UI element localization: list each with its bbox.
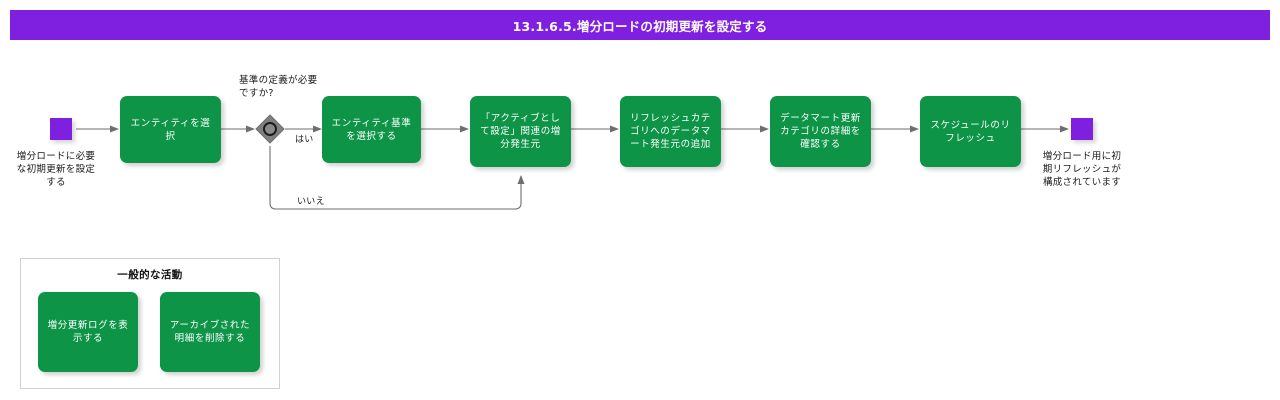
process-node-label: アーカイブされた明細を削除する: [169, 320, 251, 344]
process-node-select-entity-criteria[interactable]: エンティティ基準を選択する: [322, 96, 421, 163]
process-node-view-incremental-update-log[interactable]: 増分更新ログを表示する: [38, 292, 138, 372]
process-node-label: 増分更新ログを表示する: [47, 320, 129, 344]
common-activities-title: 一般的な活動: [117, 269, 183, 281]
decision-diamond-icon: [255, 114, 285, 144]
process-node-add-datamart-source-to-refresh-category[interactable]: リフレッシュカテゴリへのデータマート発生元の追加: [620, 96, 721, 167]
process-node-label: リフレッシュカテゴリへのデータマート発生元の追加: [630, 113, 711, 150]
process-node-label: スケジュールのリフレッシュ: [930, 119, 1011, 144]
process-node-refresh-schedule[interactable]: スケジュールのリフレッシュ: [920, 96, 1021, 167]
process-node-verify-datamart-update-category[interactable]: データマート更新カテゴリの詳細を確認する: [770, 96, 871, 167]
process-node-label: エンティティを選択: [130, 117, 211, 142]
end-caption: 増分ロード用に初期リフレッシュが構成されています: [1042, 151, 1122, 188]
decision-no-label: いいえ: [297, 197, 325, 207]
process-node-select-entity[interactable]: エンティティを選択: [120, 96, 221, 163]
decision-question: 基準の定義が必要ですか?: [239, 75, 318, 99]
process-node-delete-archived-details[interactable]: アーカイブされた明細を削除する: [160, 292, 260, 372]
page-header-bar: 13.1.6.5.増分ロードの初期更新を設定する: [10, 10, 1270, 40]
start-caption: 増分ロードに必要な初期更新を設定する: [16, 151, 96, 188]
process-node-label: 「アクティブとして設定」関連の増分発生元: [480, 113, 561, 150]
decision-yes-label: はい: [295, 135, 314, 145]
start-terminator: [50, 118, 72, 140]
process-node-label: エンティティ基準を選択する: [331, 117, 412, 142]
process-node-label: データマート更新カテゴリの詳細を確認する: [780, 113, 861, 150]
common-activities-panel: 一般的な活動 増分更新ログを表示する アーカイブされた明細を削除する: [20, 258, 280, 389]
page-title: 13.1.6.5.増分ロードの初期更新を設定する: [512, 18, 768, 34]
process-node-set-active-incremental-source[interactable]: 「アクティブとして設定」関連の増分発生元: [470, 96, 571, 167]
decision-node-criteria-needed[interactable]: [254, 113, 286, 145]
end-terminator: [1071, 118, 1093, 140]
